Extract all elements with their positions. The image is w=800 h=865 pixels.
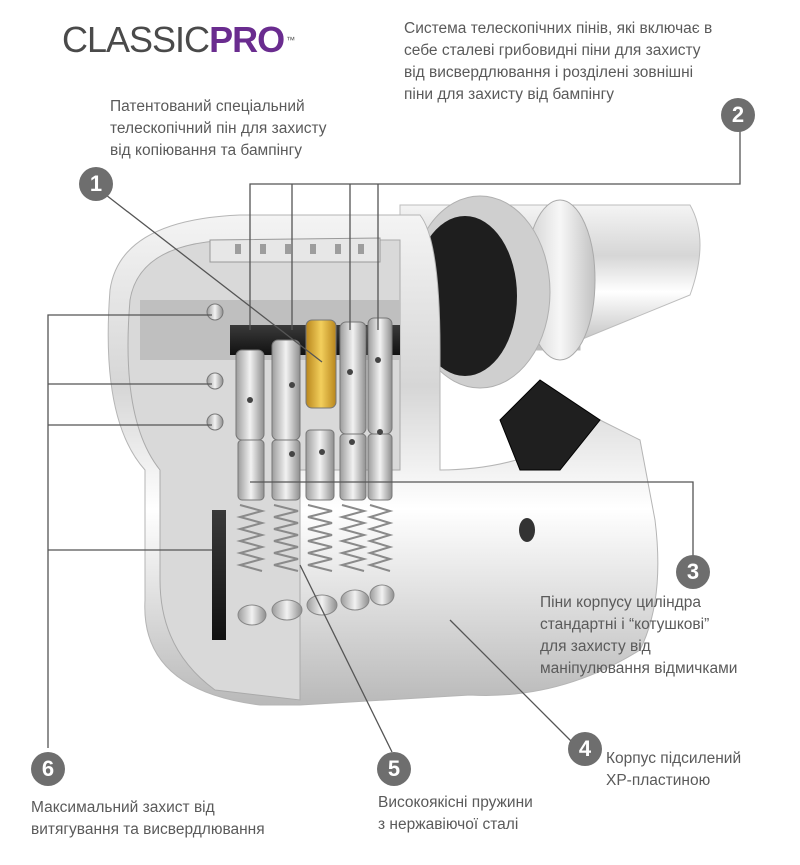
cam	[499, 379, 601, 471]
callout-badge-5: 5	[377, 752, 411, 786]
springs	[236, 504, 394, 572]
callout-badge-4: 4	[568, 732, 602, 766]
xp-reinforcing-plate	[212, 510, 226, 640]
logo-pro: PRO	[209, 19, 285, 60]
leader-lines	[47, 128, 741, 753]
callout-badge-6: 6	[31, 752, 65, 786]
callout-badge-3: 3	[676, 555, 710, 589]
callout-text-4: Корпус підсилений ХР-пластиною	[606, 750, 742, 789]
upper-pins	[235, 317, 393, 441]
anti-drill-ball-2	[206, 372, 224, 390]
anti-drill-ball-1	[206, 303, 224, 321]
lower-pins	[237, 429, 393, 501]
anti-drill-ball-3	[206, 413, 224, 431]
callout-badge-2: 2	[721, 98, 755, 132]
fixing-hole	[519, 518, 535, 542]
callout-text-2: Система телескопічних пінів, які включає…	[404, 20, 713, 103]
callout-text-1: Патентований спеціальний телескопічний п…	[110, 98, 327, 159]
callout-text-6: Максимальний захист від витягування та в…	[31, 799, 265, 838]
callout-text-5: Високоякісні пружини з нержавіючої сталі	[378, 794, 533, 833]
callout-badge-1: 1	[79, 167, 113, 201]
callout-text-3: Піни корпусу циліндра стандартні і “коту…	[540, 594, 738, 677]
logo-classic: CLASSIC	[62, 19, 210, 60]
logo-trademark: ™	[286, 35, 295, 45]
